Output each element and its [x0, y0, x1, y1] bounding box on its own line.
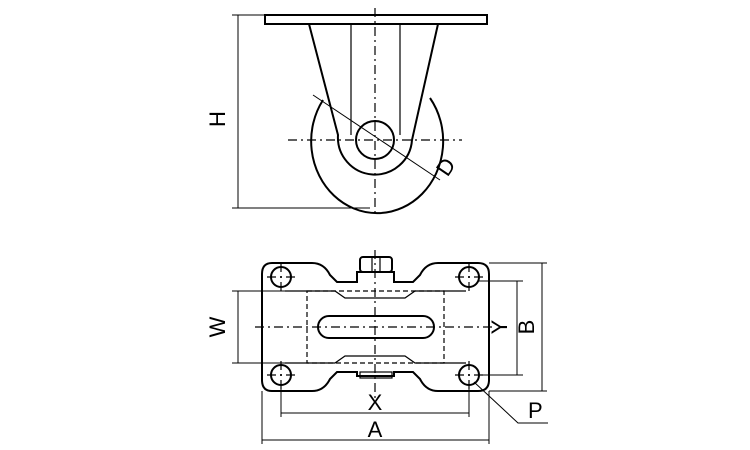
top-plate	[264, 14, 488, 25]
side-view: H D	[205, 8, 488, 215]
hole-leader	[473, 381, 548, 424]
diameter-leader	[312, 94, 441, 181]
label-width: W	[205, 316, 230, 337]
label-height: H	[205, 111, 230, 127]
wheel-hub	[355, 120, 395, 160]
wheel	[310, 97, 445, 215]
label-plate-width: A	[368, 417, 383, 442]
axle-tab	[359, 371, 393, 379]
label-hole: P	[528, 398, 543, 423]
axle-nut	[359, 256, 393, 273]
base-plate	[261, 262, 490, 392]
label-hole-spacing-x: X	[368, 390, 383, 415]
label-hole-spacing-y: Y	[487, 319, 512, 334]
top-view: W Y B X A P	[205, 250, 548, 444]
bracket-outline	[308, 23, 439, 176]
label-plate-length: B	[514, 320, 539, 335]
